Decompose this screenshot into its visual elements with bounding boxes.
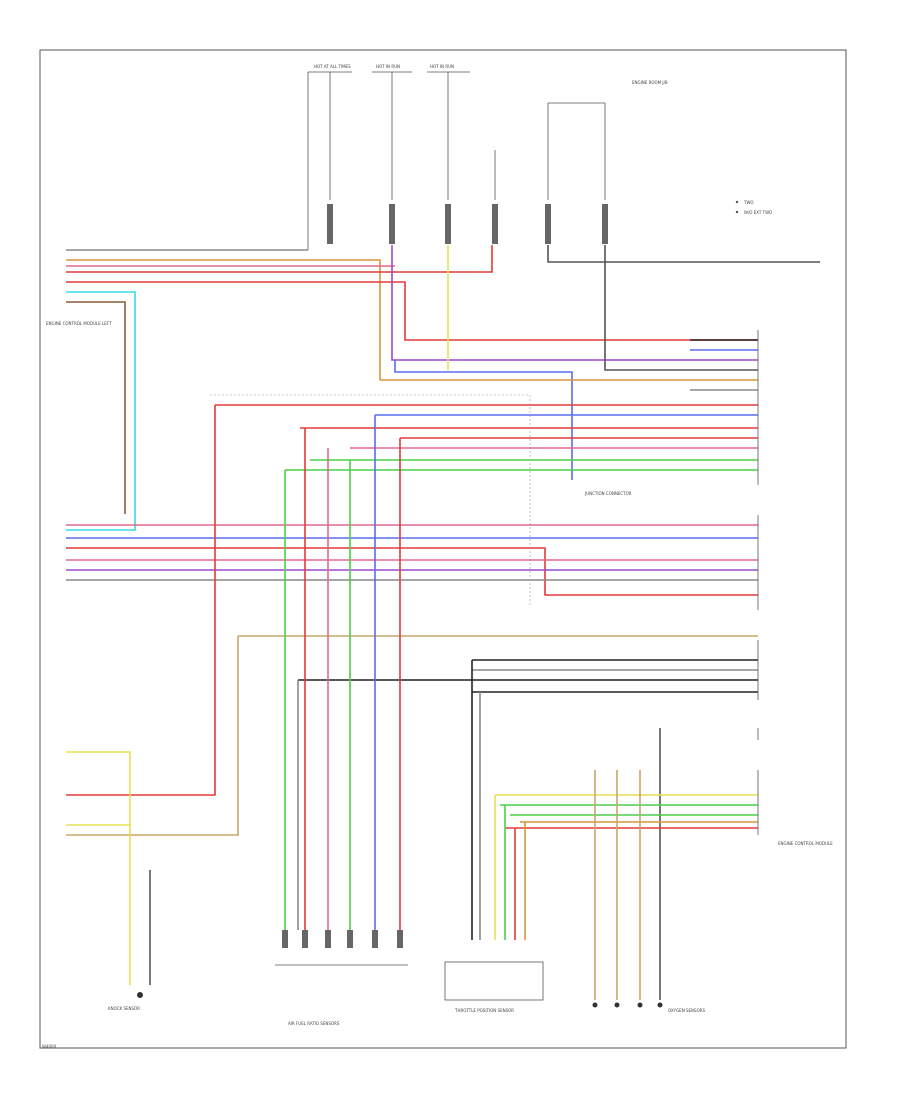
afs-label: AIR FUEL RATIO SENSORS [288,1021,340,1026]
relay-box-label: ENGINE ROOM J/B [632,80,668,85]
tps-box [444,961,544,1001]
sensor-connectors-bottom: AIR FUEL RATIO SENSORS THROTTLE POSITION… [275,930,705,1026]
fuse-label-3: HOT IN RUN [430,64,454,69]
knock-sensor-group: KNOCK SENSOR ENGINE CONTROL MODULE LEFT [46,321,151,1011]
fuse-block-top: HOT AT ALL TIMES HOT IN RUN HOT IN RUN E… [307,64,668,250]
tps-label: THROTTLE POSITION SENSOR [454,1008,514,1013]
fuse-label-1: HOT AT ALL TIMES [314,64,351,69]
fuse-label-2: HOT IN RUN [376,64,400,69]
ecm-harness-upper [215,339,758,471]
diagram-frame [39,49,847,1049]
knock-sensor-label: KNOCK SENSOR [108,1006,140,1011]
ecm-harness-middle: JUNCTION CONNECTOR [66,394,758,605]
ground-left-symbol [137,992,143,998]
legend: TWO W/O EXT TWO [735,200,772,215]
legend-item-1: TWO [743,200,754,205]
top-connectors [327,204,608,244]
legend-item-2: W/O EXT TWO [744,210,772,215]
ecm-right-label: ENGINE CONTROL MODULE [778,841,833,846]
junction-label: JUNCTION CONNECTOR [584,491,632,496]
footer-code: W4000 [42,1044,57,1049]
left-module-label: ENGINE CONTROL MODULE LEFT [46,321,112,326]
wires-top-vertical [380,245,758,480]
ecm-harness-lower: ENGINE CONTROL MODULE [238,635,833,960]
wires-left-top [66,245,820,531]
o2-label: OXYGEN SENSORS [668,1008,705,1013]
wires-to-afs [66,405,401,930]
wires-to-tps [471,660,526,940]
wires-to-o2 [594,770,661,1000]
